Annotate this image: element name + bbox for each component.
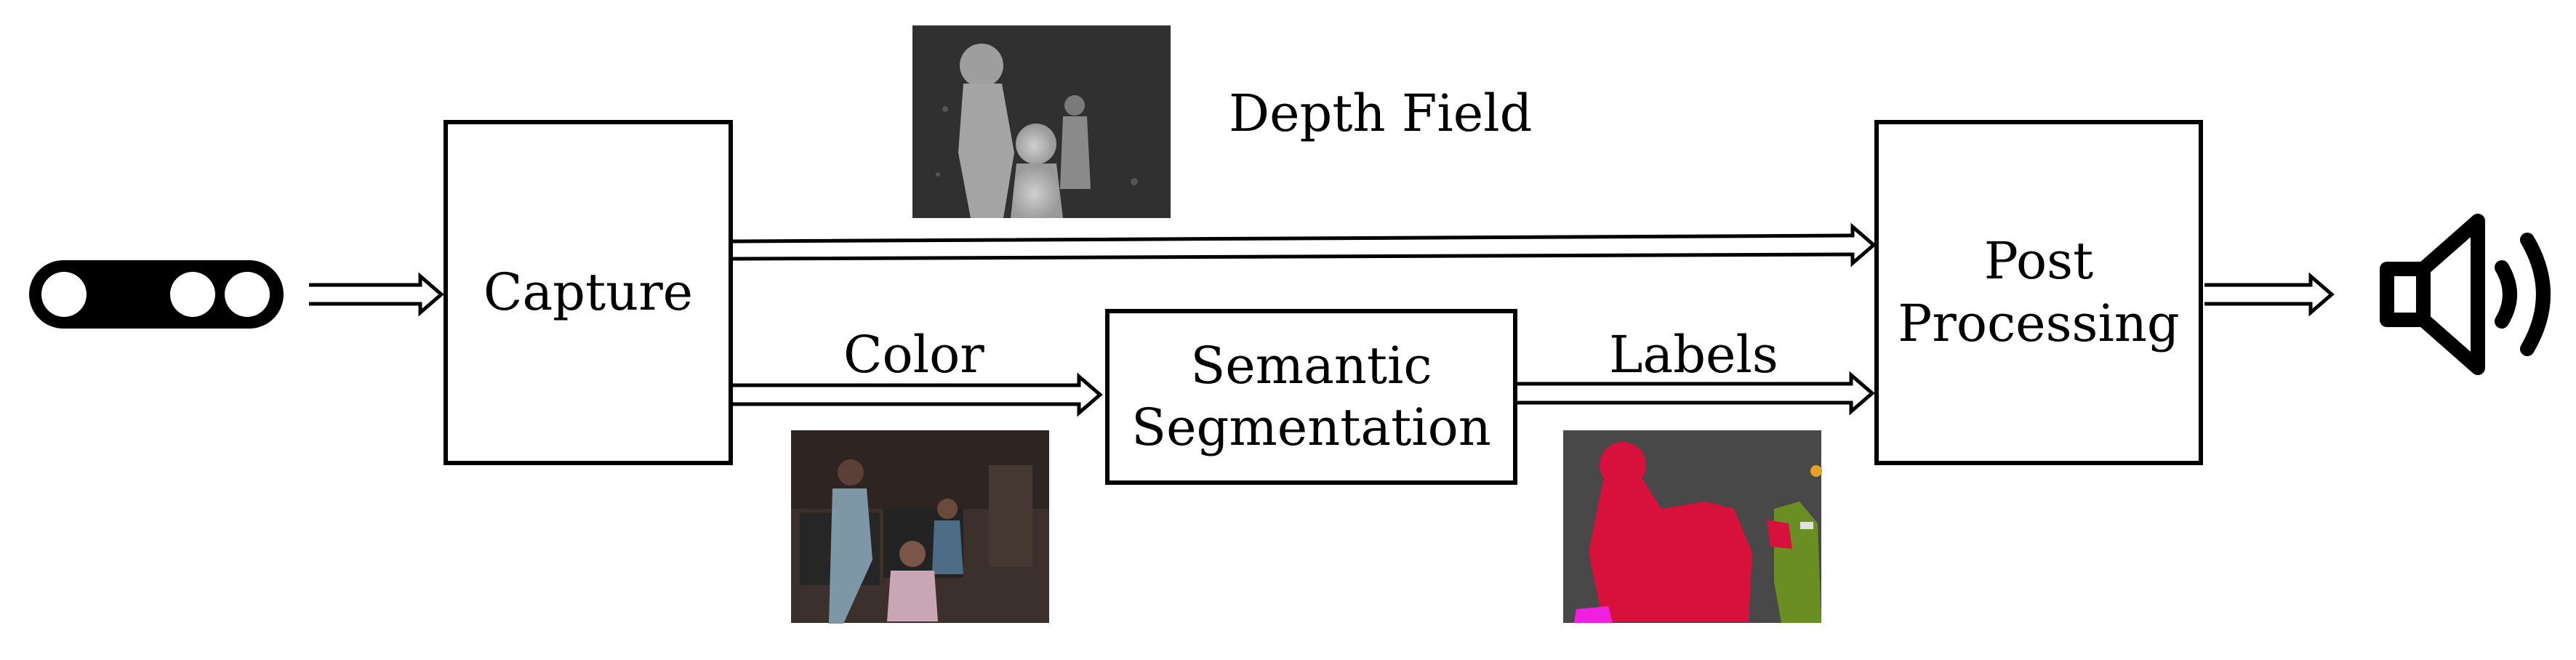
semantic-segmentation-node: Semantic Segmentation [1105,309,1517,485]
segmentation-node-label-line2: Segmentation [1131,398,1491,457]
post-processing-node: Post Processing [1874,120,2203,465]
color-label: Color [843,325,984,385]
arrow-labels [1517,371,1875,416]
labels-image [1563,430,1822,623]
arrow-camera-to-capture [309,272,444,317]
capture-node: Capture [444,120,733,465]
arrow-post-to-speaker [2204,272,2335,317]
arrow-color [733,372,1103,417]
post-node-label-line1: Post [1983,231,2094,291]
labels-label: Labels [1609,325,1778,385]
segmentation-node-label-line1: Semantic [1190,335,1432,395]
arrow-depth [732,222,1877,267]
capture-node-label: Capture [483,262,694,322]
depth-field-image [912,25,1171,218]
depth-camera-icon [29,260,284,329]
color-image [791,430,1049,624]
post-node-label-line2: Processing [1898,293,2180,353]
speaker-icon [2380,214,2551,375]
depth-field-label: Depth Field [1229,84,1533,143]
